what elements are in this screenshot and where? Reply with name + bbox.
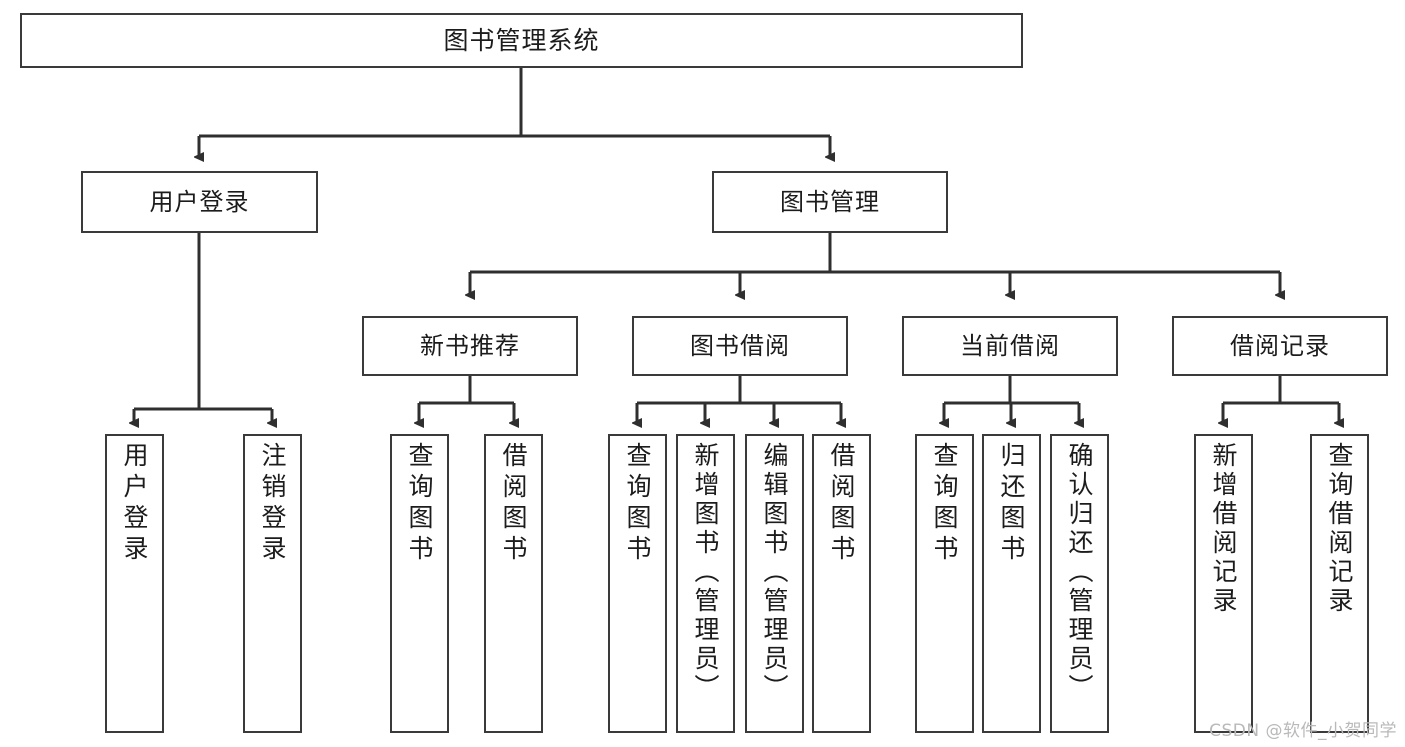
node-label: 用户登录 — [120, 442, 149, 566]
leaf-borrow-books-recommend[interactable]: 借阅图书 — [484, 434, 543, 733]
leaf-query-books-recommend[interactable]: 查询图书 — [390, 434, 449, 733]
node-label: 新增图书（管理员） — [691, 442, 720, 703]
node-label: 查询借阅记录 — [1325, 442, 1354, 616]
node-label: 注销登录 — [258, 442, 287, 566]
node-user-login[interactable]: 用户登录 — [81, 171, 318, 233]
node-label: 新增借阅记录 — [1209, 442, 1238, 616]
leaf-query-borrow-record[interactable]: 查询借阅记录 — [1310, 434, 1369, 733]
leaf-confirm-return-admin[interactable]: 确认归还（管理员） — [1050, 434, 1109, 733]
leaf-add-book-admin[interactable]: 新增图书（管理员） — [676, 434, 735, 733]
node-book-management[interactable]: 图书管理 — [712, 171, 948, 233]
node-label: 图书借阅 — [690, 331, 790, 360]
node-label: 查询图书 — [930, 442, 959, 566]
node-label: 图书管理 — [780, 187, 880, 216]
node-label: 当前借阅 — [960, 331, 1060, 360]
node-label: 借阅图书 — [827, 442, 856, 566]
node-label: 新书推荐 — [420, 331, 520, 360]
leaf-edit-book-admin[interactable]: 编辑图书（管理员） — [745, 434, 804, 733]
leaf-return-books[interactable]: 归还图书 — [982, 434, 1041, 733]
leaf-borrow-books[interactable]: 借阅图书 — [812, 434, 871, 733]
leaf-query-books-current[interactable]: 查询图书 — [915, 434, 974, 733]
node-label: 图书管理系统 — [443, 25, 600, 55]
node-label: 查询图书 — [623, 442, 652, 566]
node-borrow-record[interactable]: 借阅记录 — [1172, 316, 1388, 376]
leaf-query-books-borrow[interactable]: 查询图书 — [608, 434, 667, 733]
node-label: 借阅图书 — [499, 442, 528, 566]
node-book-management-system[interactable]: 图书管理系统 — [20, 13, 1023, 68]
node-label: 编辑图书（管理员） — [760, 442, 789, 703]
node-label: 确认归还（管理员） — [1065, 442, 1094, 703]
node-book-borrow[interactable]: 图书借阅 — [632, 316, 848, 376]
csdn-watermark: CSDN @软件_小贺同学 — [1209, 721, 1397, 741]
leaf-logout[interactable]: 注销登录 — [243, 434, 302, 733]
node-label: 借阅记录 — [1230, 331, 1330, 360]
leaf-add-borrow-record[interactable]: 新增借阅记录 — [1194, 434, 1253, 733]
node-label: 查询图书 — [405, 442, 434, 566]
node-label: 用户登录 — [149, 187, 250, 216]
node-new-book-recommend[interactable]: 新书推荐 — [362, 316, 578, 376]
leaf-user-login[interactable]: 用户登录 — [105, 434, 164, 733]
node-label: 归还图书 — [997, 442, 1026, 566]
node-current-borrow[interactable]: 当前借阅 — [902, 316, 1118, 376]
